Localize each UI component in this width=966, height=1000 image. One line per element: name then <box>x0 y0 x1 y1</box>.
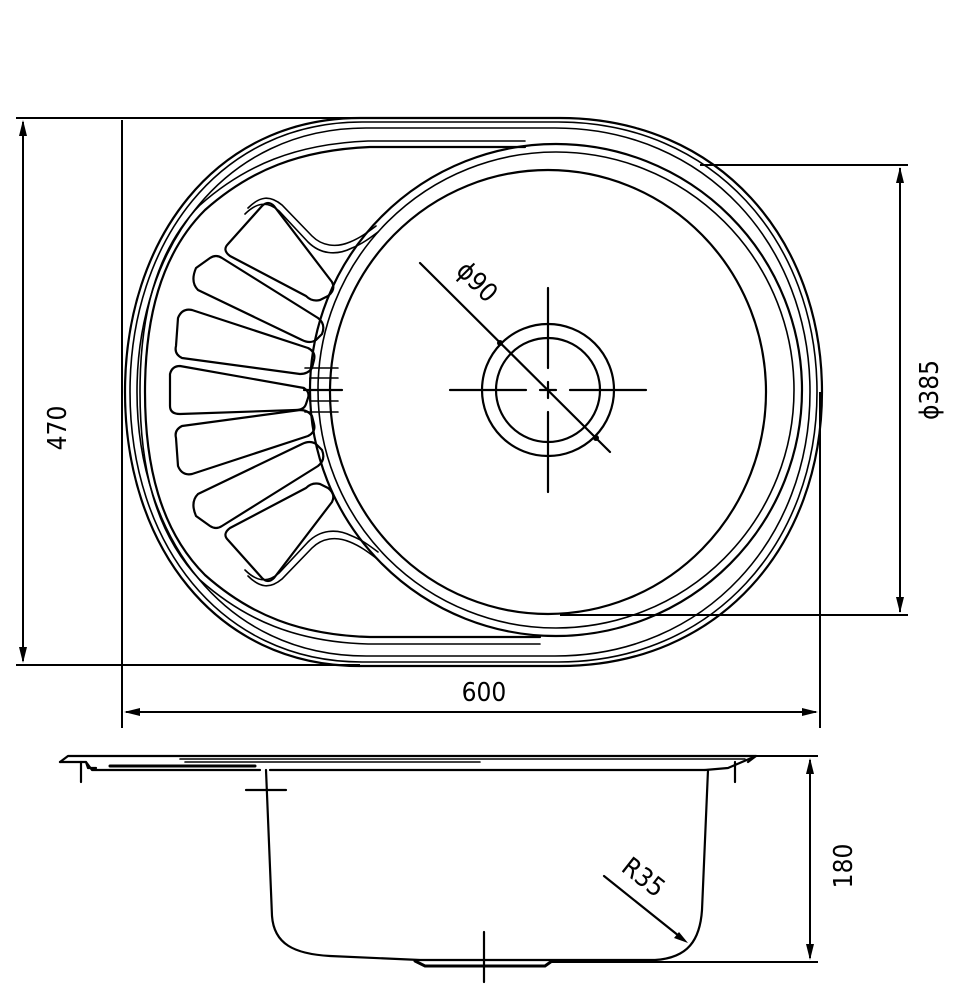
drainboard-recess <box>139 140 542 645</box>
corner-radius-label: R35 <box>616 852 671 904</box>
outer-rim <box>123 116 824 668</box>
width-label: 600 <box>462 678 507 708</box>
dimension-width-600 <box>121 120 821 728</box>
rib-6 <box>192 440 325 530</box>
bowl-diameter-label: ϕ385 <box>915 360 945 420</box>
dimension-bowl-depth-180 <box>756 755 818 960</box>
drainboard-ribs <box>168 201 335 583</box>
dimension-depth-470 <box>16 117 360 666</box>
drain <box>418 261 648 494</box>
depth-label: 470 <box>43 406 73 451</box>
rib-1 <box>224 201 335 302</box>
overflow-slots <box>302 367 344 413</box>
rib-2 <box>192 254 325 344</box>
rib-5 <box>174 408 316 476</box>
dimension-bowl-diameter-385 <box>560 164 908 616</box>
top-view: ϕ90 470 ϕ385 600 <box>16 116 945 728</box>
rib-4 <box>168 364 310 416</box>
rib-7 <box>224 482 335 583</box>
bowl-depth-label: 180 <box>829 844 859 889</box>
side-section <box>58 754 818 984</box>
rib-3 <box>174 308 316 376</box>
